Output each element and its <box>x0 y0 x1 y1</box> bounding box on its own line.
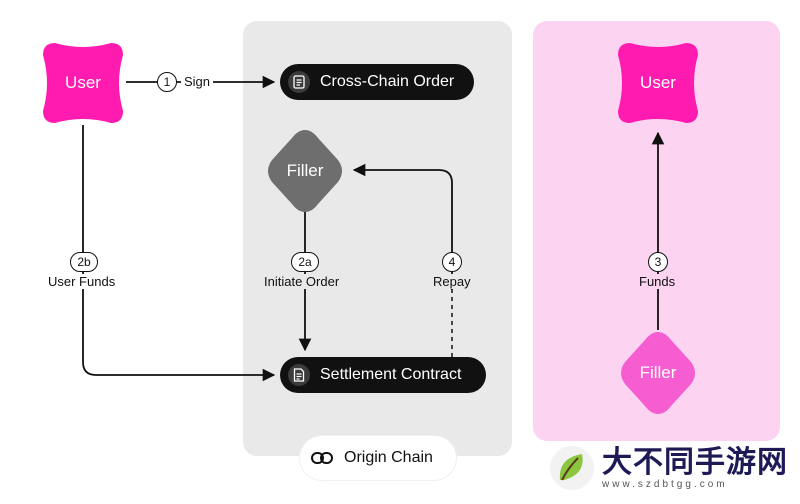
user-label: User <box>640 73 676 92</box>
step-label-sign: Sign <box>181 74 214 89</box>
user-shape-icon <box>43 43 123 123</box>
step-badge-user-funds: 2b <box>70 252 98 272</box>
user-label: User <box>65 73 101 92</box>
filler-label: Filler <box>639 363 677 382</box>
filler-node-destination: Filler <box>615 330 701 416</box>
cross-chain-order-label: Cross-Chain Order <box>320 73 455 90</box>
origin-chain-label: Origin Chain <box>300 436 456 480</box>
step-badge-funds: 3 <box>648 252 668 272</box>
step-label-initiate-order: Initiate Order <box>261 274 343 289</box>
chain-link-icon <box>310 446 334 470</box>
step-badge-sign: 1 <box>157 72 177 92</box>
filler-diamond-icon <box>268 130 342 212</box>
watermark: 大不同手游网 www.szdbtgg.com <box>548 436 796 500</box>
leaf-logo-icon <box>550 446 594 490</box>
contract-document-icon <box>288 364 310 386</box>
settlement-contract-label: Settlement Contract <box>320 366 462 383</box>
step-badge-repay: 4 <box>442 252 462 272</box>
user-node-origin: User <box>41 41 125 125</box>
user-shape-icon <box>618 43 698 123</box>
filler-diamond-icon <box>621 332 695 414</box>
settlement-contract-node: Settlement Contract <box>280 357 486 393</box>
origin-chain-text: Origin Chain <box>344 449 433 466</box>
filler-node-origin: Filler <box>262 128 348 214</box>
cross-chain-order-node: Cross-Chain Order <box>280 64 474 100</box>
document-icon <box>288 71 310 93</box>
watermark-title: 大不同手游网 <box>602 444 788 480</box>
step-label-user-funds: User Funds <box>45 274 119 289</box>
step-badge-initiate-order: 2a <box>291 252 319 272</box>
step-label-repay: Repay <box>430 274 474 289</box>
arrow-user-funds <box>82 125 276 382</box>
step-label-funds: Funds <box>636 274 679 289</box>
watermark-url: www.szdbtgg.com <box>602 478 728 490</box>
filler-label: Filler <box>286 161 324 180</box>
arrow-repay <box>352 163 453 290</box>
user-node-destination: User <box>616 41 700 125</box>
